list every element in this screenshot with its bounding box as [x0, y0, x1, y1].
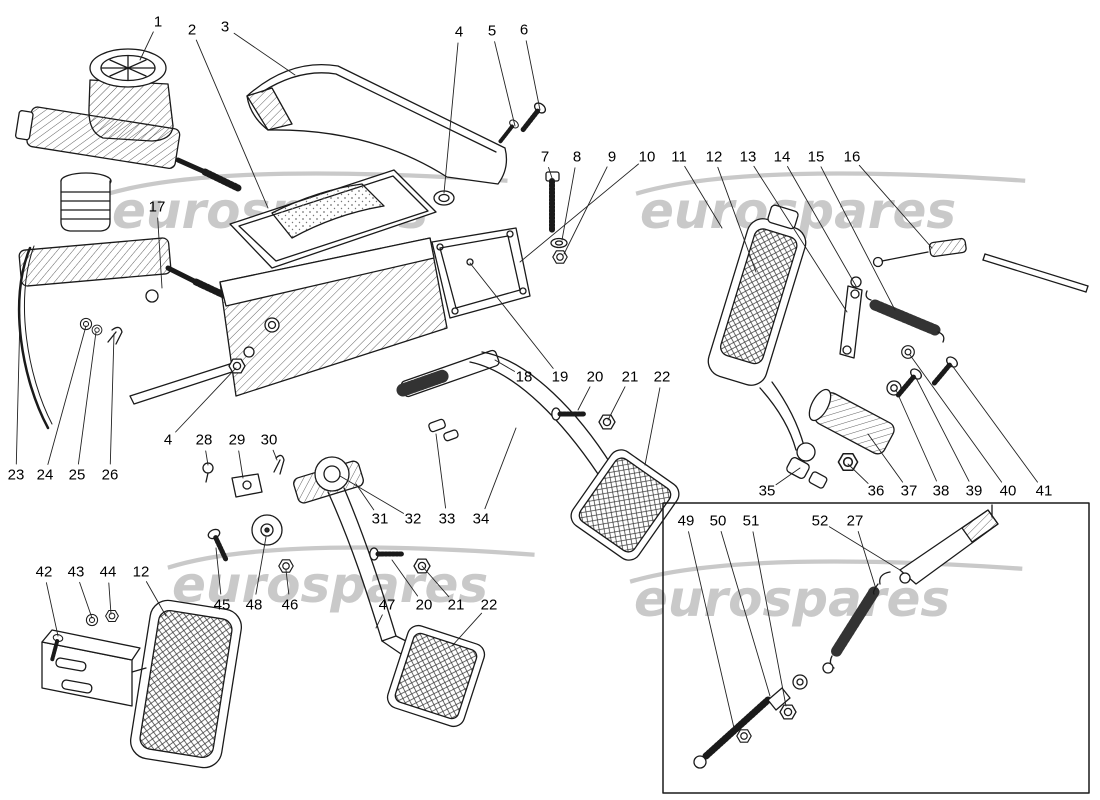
throttle-spring-drawing [865, 290, 945, 343]
stop-bolt-group-drawing [207, 514, 294, 573]
brake-master-cylinder-drawing [15, 48, 242, 192]
clutch-rod-fittings-drawing [79, 317, 123, 345]
inset-panel-drawing [662, 502, 1090, 794]
cover-frame-drawing [431, 227, 531, 319]
small-fasteners-left-drawing [202, 454, 285, 498]
footrest-bracket-drawing [41, 629, 141, 707]
throttle-lever-drawing [839, 276, 863, 359]
brake-pedal-drawing [396, 349, 680, 561]
clutch-pedal-drawing [293, 456, 486, 728]
throttle-cross-shaft-drawing [786, 388, 895, 489]
accelerator-pad-drawing [129, 599, 243, 769]
accelerator-pedal-drawing [707, 204, 816, 462]
pedal-box-drawing [129, 237, 448, 405]
leader-lines [15, 31, 1038, 729]
throttle-cable-drawing [872, 237, 1089, 293]
clutch-master-cylinder-drawing [17, 172, 232, 430]
cover-bolt-group-drawing [545, 171, 568, 264]
support-bracket-drawing [246, 63, 508, 185]
